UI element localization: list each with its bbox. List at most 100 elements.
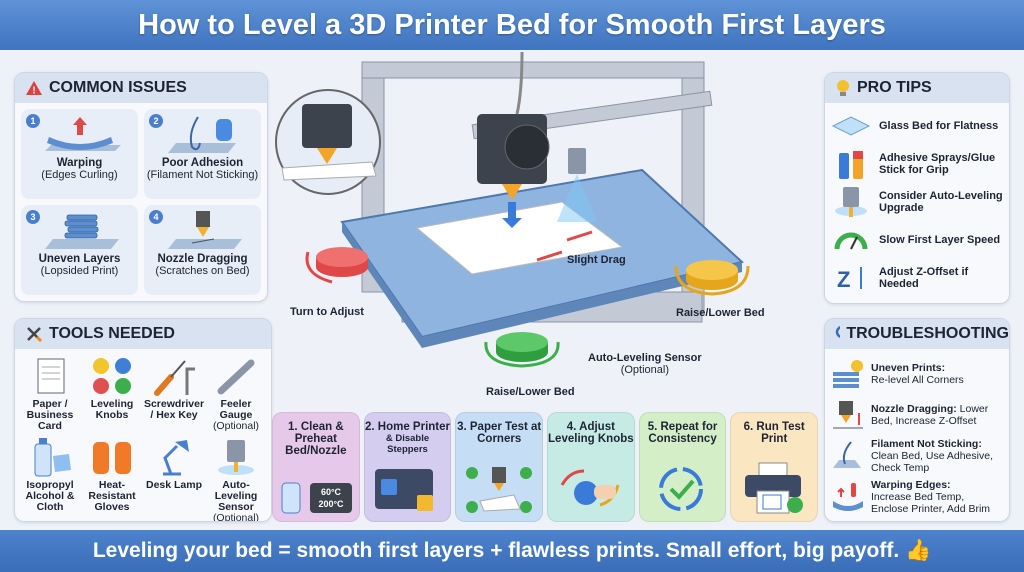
tool-gloves: Heat-Resistant Gloves bbox=[81, 434, 143, 521]
warning-icon: ! bbox=[26, 81, 42, 97]
filament-tube bbox=[515, 52, 524, 115]
issue-number: 4 bbox=[149, 210, 163, 224]
tip-text: Adhesive Sprays/Glue Stick for Grip bbox=[879, 152, 996, 176]
tool-sub: (Optional) bbox=[212, 420, 260, 432]
tool-label: Paper / Business Card bbox=[26, 398, 74, 432]
ts-title: Filament Not Sticking: bbox=[871, 437, 982, 450]
feeler-gauge-icon bbox=[217, 359, 255, 395]
pro-tips-header: PRO TIPS bbox=[825, 73, 1009, 103]
svg-text:Z: Z bbox=[837, 267, 850, 292]
ts-text: Increase Bed Temp, Enclose Printer, Add … bbox=[871, 490, 991, 515]
printer-test-print-icon bbox=[745, 462, 804, 514]
ts-text: Re-level All Corners bbox=[871, 373, 964, 386]
speedometer-icon bbox=[834, 232, 868, 250]
step-2: 2. Home Printer& Disable Steppers bbox=[363, 412, 452, 522]
issue-uneven-layers: 3 Uneven Layers(Lopsided Print) bbox=[21, 205, 138, 295]
sensor-beam bbox=[557, 174, 597, 222]
alcohol-bottle-icon bbox=[34, 438, 71, 477]
uneven-prints-icon bbox=[833, 359, 863, 388]
leveling-sensor bbox=[568, 148, 586, 174]
common-issues-header: ! COMMON ISSUES bbox=[15, 73, 267, 103]
ts-warping-edges: Warping Edges:Increase Bed Temp, Enclose… bbox=[825, 476, 1009, 517]
ts-title: Warping Edges: bbox=[871, 478, 951, 491]
lightbulb-icon bbox=[837, 80, 849, 96]
tool-label: Desk Lamp bbox=[145, 479, 203, 491]
step-title: 5. Repeat for Consistency bbox=[647, 421, 718, 445]
issue-title: Warping bbox=[56, 157, 103, 169]
label-raise-lower-right: Raise/Lower Bed bbox=[676, 307, 765, 319]
step-6: 6. Run Test Print bbox=[730, 412, 819, 522]
issue-title: Uneven Layers bbox=[38, 253, 121, 265]
tip-glass-bed: Glass Bed for Flatness bbox=[825, 107, 1009, 145]
step-4: 4. Adjust Leveling Knobs bbox=[547, 412, 635, 522]
printer-diagram bbox=[275, 52, 750, 368]
step-sub: & Disable Steppers bbox=[385, 433, 430, 455]
tools-header: TOOLS NEEDED bbox=[15, 319, 271, 349]
tip-text: Consider Auto-Leveling Upgrade bbox=[879, 190, 1003, 214]
rotate-arrow-right-icon bbox=[674, 265, 750, 296]
uneven-layers-icon bbox=[44, 214, 119, 249]
tools-needed-panel: TOOLS NEEDED Paper / Business Card Level… bbox=[14, 318, 272, 522]
troubleshooting-header: TROUBLESHOOTING bbox=[825, 319, 1009, 349]
label-sensor: Auto-Leveling Sensor(Optional) bbox=[588, 352, 702, 376]
label-raise-lower-bottom: Raise/Lower Bed bbox=[486, 386, 575, 398]
issue-number: 2 bbox=[149, 114, 163, 128]
down-arrow-icon bbox=[502, 202, 522, 228]
sensor-upgrade-icon bbox=[835, 187, 867, 217]
tip-auto-leveling: Consider Auto-Leveling Upgrade bbox=[825, 183, 1009, 221]
issue-title: Nozzle Dragging bbox=[157, 253, 248, 265]
tool-feeler-gauge: Feeler Gauge(Optional) bbox=[205, 353, 267, 432]
tool-desk-lamp: Desk Lamp bbox=[143, 434, 205, 521]
adhesive-icon bbox=[839, 151, 863, 179]
tools-title: TOOLS NEEDED bbox=[49, 325, 175, 342]
tool-screwdriver: Screwdriver / Hex Key bbox=[143, 353, 205, 432]
rotate-arrow-bottom-icon bbox=[484, 341, 560, 368]
warping-temp-icon bbox=[833, 482, 863, 511]
tool-sub: (Optional) bbox=[212, 512, 260, 522]
knob-bottom[interactable] bbox=[496, 332, 548, 362]
tip-slow-speed: Slow First Layer Speed bbox=[825, 221, 1009, 259]
issue-sub: (Lopsided Print) bbox=[40, 265, 119, 277]
adjust-knob-icon bbox=[560, 469, 620, 507]
drag-arrow-icon bbox=[536, 230, 593, 262]
rotate-arrow-left-icon bbox=[305, 251, 333, 284]
gloves-icon bbox=[93, 442, 131, 474]
tip-text: Glass Bed for Flatness bbox=[879, 120, 999, 132]
label-turn-to-adjust: Turn to Adjust bbox=[290, 306, 364, 318]
tip-adhesive: Adhesive Sprays/Glue Stick for Grip bbox=[825, 145, 1009, 183]
step-title: 3. Paper Test at Corners bbox=[457, 421, 542, 445]
ts-filament-not-sticking: Filament Not Sticking:Clean Bed, Use Adh… bbox=[825, 435, 1009, 476]
desk-lamp-icon bbox=[163, 440, 189, 476]
issue-sub: (Edges Curling) bbox=[41, 169, 118, 181]
step-3: 3. Paper Test at Corners bbox=[455, 412, 544, 522]
nozzle-dragging-icon bbox=[167, 211, 242, 249]
tool-knobs: Leveling Knobs bbox=[81, 353, 143, 432]
repeat-cycle-icon bbox=[658, 467, 703, 511]
tools-icon bbox=[27, 327, 43, 343]
tool-sensor: Auto-Leveling Sensor(Optional) bbox=[205, 434, 267, 522]
tool-label: Heat-Resistant Gloves bbox=[88, 479, 136, 513]
ts-title: Uneven Prints: bbox=[871, 361, 946, 374]
ts-text: Clean Bed, Use Adhesive, Check Temp bbox=[871, 449, 993, 474]
sensor-sub: (Optional) bbox=[620, 364, 669, 376]
issue-title: Poor Adhesion bbox=[161, 157, 244, 169]
step-title: 2. Home Printer bbox=[365, 421, 450, 433]
knob-right[interactable] bbox=[686, 260, 738, 290]
tool-label: Auto-Leveling Sensor bbox=[214, 479, 258, 513]
tip-text: Slow First Layer Speed bbox=[879, 234, 1001, 246]
svg-text:!: ! bbox=[32, 86, 35, 97]
home-screen-lock-icon bbox=[374, 469, 433, 511]
knob-left[interactable] bbox=[316, 247, 368, 277]
filament-icon bbox=[833, 440, 861, 468]
warping-icon bbox=[44, 117, 121, 151]
magnifier-icon bbox=[835, 325, 841, 339]
callout-paper bbox=[281, 161, 377, 181]
temp-bed: 60°C bbox=[321, 487, 342, 497]
issue-poor-adhesion: 2 Poor Adhesion(Filament Not Sticking) bbox=[144, 109, 261, 199]
sensor-label: Auto-Leveling Sensor bbox=[588, 352, 702, 364]
screwdriver-icon bbox=[154, 360, 195, 396]
pro-tips-title: PRO TIPS bbox=[857, 79, 932, 96]
callout-hotend bbox=[302, 104, 352, 148]
